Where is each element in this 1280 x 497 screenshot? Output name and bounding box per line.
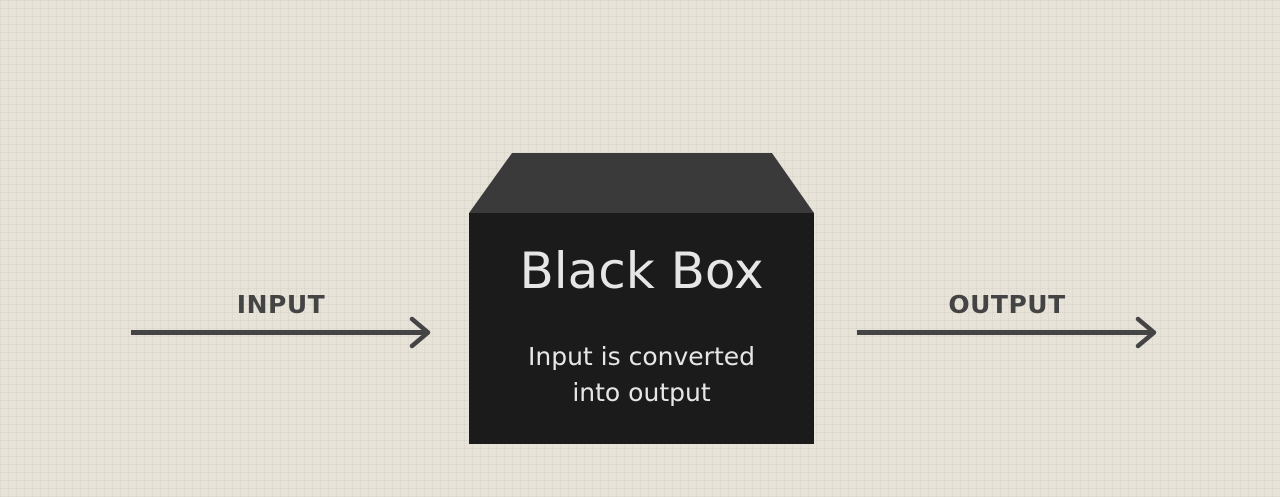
black-box-description-line: Input is converted [528,342,755,371]
input-arrow [131,316,431,349]
black-box-front-face [469,213,814,444]
black-box-description: Input is converted into output [469,339,814,411]
black-box-top-face [469,153,814,213]
input-arrow-head [409,316,431,349]
black-box-title: Black Box [519,242,764,300]
output-label: OUTPUT [948,290,1066,319]
black-box-description-line: into output [572,378,711,407]
black-box [469,153,814,444]
output-arrow [857,316,1157,349]
input-label: INPUT [236,290,326,319]
output-arrow-head [1135,316,1157,349]
